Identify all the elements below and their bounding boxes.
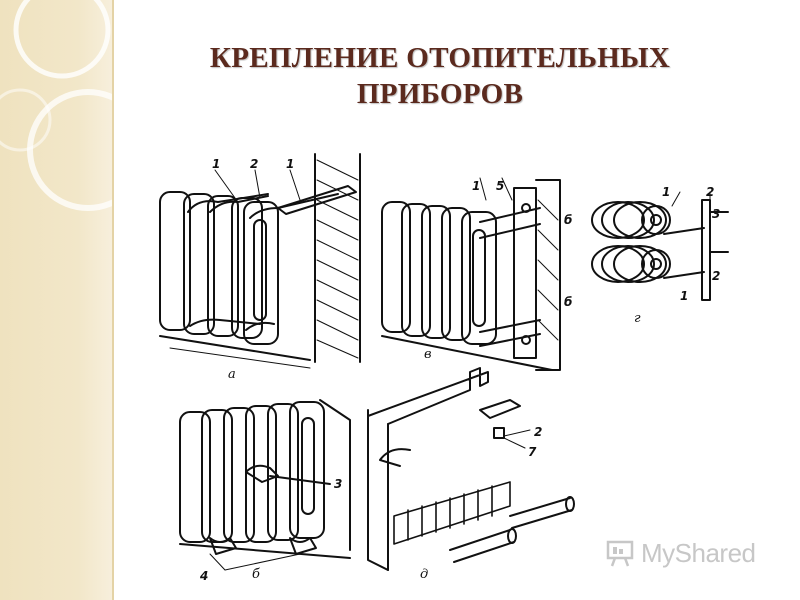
callout-number: 7 <box>528 445 537 459</box>
callout-number: 1 <box>662 185 670 199</box>
callout-number: 2 <box>706 185 714 199</box>
title-line-2: ПРИБОРОВ <box>356 78 524 110</box>
presentation-board-icon <box>606 540 634 567</box>
watermark-text: MyShared <box>641 537 756 568</box>
panel-v-illustration <box>381 177 561 371</box>
watermark-logo: MyShared <box>605 536 756 570</box>
panel-b-label: б <box>252 567 260 582</box>
callout-number: 2 <box>534 425 542 439</box>
callout-number: 1 <box>286 157 294 171</box>
panel-d-label: д <box>420 567 428 582</box>
decorative-circles <box>0 0 112 211</box>
callout-number: б <box>564 213 572 227</box>
panel-a-label: а <box>228 367 236 382</box>
title-line-1: КРЕПЛЕНИЕ ОТОПИТЕЛЬНЫХ <box>209 42 671 74</box>
callout-number: 2 <box>250 157 258 171</box>
callout-number: 3 <box>712 207 720 221</box>
panel-g-illustration <box>591 191 729 301</box>
decorative-side-band <box>0 0 112 600</box>
callout-number: б <box>564 295 572 309</box>
callout-number: 3 <box>334 477 342 491</box>
callout-number: 4 <box>199 569 208 583</box>
callout-number: 1 <box>212 157 220 171</box>
slide-title: КРЕПЛЕНИЕ ОТОПИТЕЛЬНЫХ ПРИБОРОВ <box>160 40 720 112</box>
panel-v-label: в <box>424 347 432 362</box>
callout-number: 2 <box>712 269 720 283</box>
side-band-divider <box>112 0 114 600</box>
callout-number: 1 <box>680 289 688 303</box>
callout-number: 5 <box>496 179 504 193</box>
panel-d-illustration <box>367 367 575 571</box>
panel-g-label: г <box>634 311 641 326</box>
radiator-mounting-drawing: а в г б д 1 2 1 1 5 б б 1 2 3 2 1 3 4 2 … <box>159 153 729 583</box>
panel-a-illustration <box>159 153 361 369</box>
callout-number: 1 <box>472 179 480 193</box>
panel-b-illustration <box>179 399 351 571</box>
